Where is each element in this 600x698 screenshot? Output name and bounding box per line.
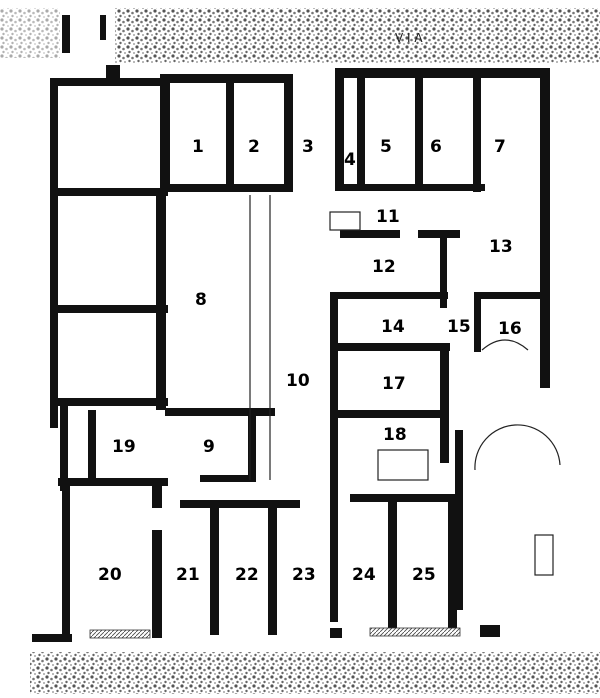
room-label-14: 14: [381, 317, 405, 337]
room-label-15: 15: [447, 317, 471, 337]
room-label-6: 6: [430, 137, 442, 157]
room-label-24: 24: [352, 565, 376, 585]
room-label-20: 20: [98, 565, 122, 585]
street-bottom: [30, 652, 600, 694]
room-label-8: 8: [195, 290, 207, 310]
room-label-5: 5: [380, 137, 392, 157]
room-label-2: 2: [248, 137, 260, 157]
walls: [32, 68, 550, 642]
room-label-13: 13: [489, 237, 513, 257]
room-label-23: 23: [292, 565, 316, 585]
room-label-4: 4: [344, 150, 356, 170]
room-label-21: 21: [176, 565, 200, 585]
room-label-19: 19: [112, 437, 136, 457]
street-top: [0, 8, 600, 63]
room-label-25: 25: [412, 565, 436, 585]
street-label: V I A: [395, 31, 423, 45]
room-label-10: 10: [286, 371, 310, 391]
room-label-3: 3: [302, 137, 314, 157]
room-label-12: 12: [372, 257, 396, 277]
room-label-11: 11: [376, 207, 400, 227]
plan-details: [249, 195, 561, 576]
room-label-1: 1: [192, 137, 204, 157]
corner-fragments: [62, 15, 120, 79]
room-label-9: 9: [203, 437, 215, 457]
room-label-16: 16: [498, 319, 522, 339]
room-label-18: 18: [383, 425, 407, 445]
room-label-17: 17: [382, 374, 406, 394]
room-label-22: 22: [235, 565, 259, 585]
room-label-7: 7: [494, 137, 506, 157]
room-labels: 1 2 3 4 5 6 7 8 9 10 11 12 13 14 15 16 1…: [98, 137, 522, 585]
